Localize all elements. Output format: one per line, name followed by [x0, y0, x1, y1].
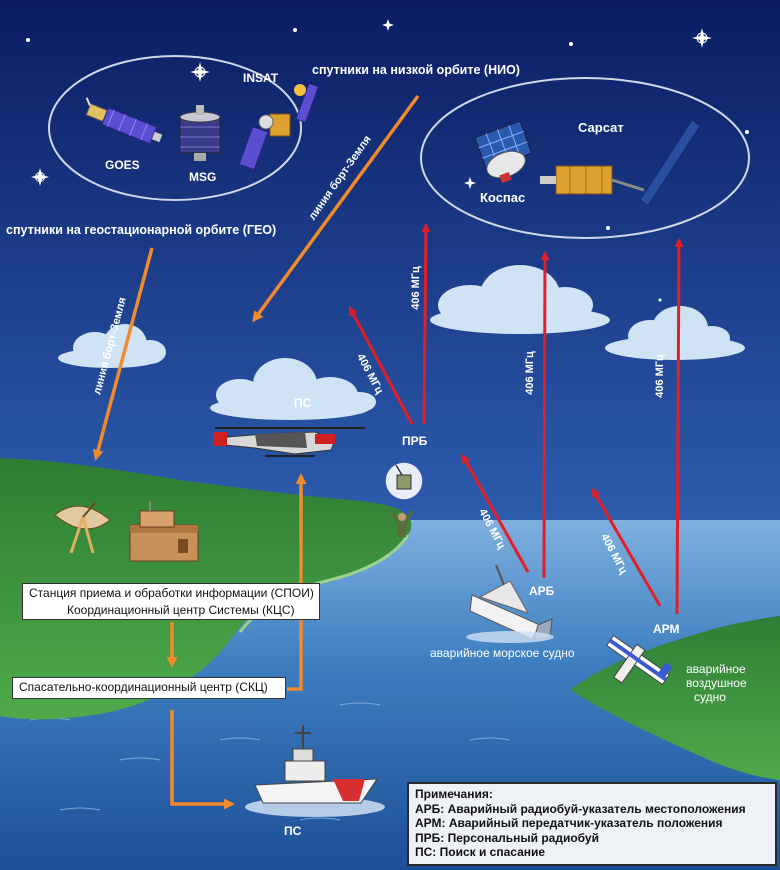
rcc-box: Спасательно-координационный центр (СКЦ) — [12, 677, 286, 699]
aircraft-caption-line-2: воздушное — [686, 676, 747, 690]
uplink-arrow-elt-vertical — [674, 238, 684, 615]
lut-mcc-box: Станция приема и обработки информации (С… — [22, 583, 320, 620]
note-sar: ПС: Поиск и спасание — [415, 845, 546, 859]
plb-label: ПРБ — [402, 434, 428, 448]
plb-device-icon — [395, 464, 412, 490]
note-plb: ПРБ: Персональный радиобуй — [415, 830, 599, 845]
epirb-label: АРБ — [529, 584, 555, 598]
leo-orbit-ellipse — [420, 77, 750, 239]
cloud-center — [210, 358, 376, 420]
distressed-ship-caption: аварийное морское судно — [430, 646, 575, 660]
notes-title: Примечания: — [415, 787, 493, 801]
uplink-arrow-epirb-diagonal — [461, 454, 530, 573]
freq-label-elt-vertical: 406 МГц — [653, 354, 666, 398]
goes-label: GOES — [105, 158, 140, 172]
goes-satellite-icon — [85, 97, 163, 145]
aircraft-caption-line-3: судно — [694, 690, 726, 704]
uplink-arrow-plb-vertical — [421, 223, 431, 425]
mcc-label: Координационный центр Системы (КЦС) — [67, 603, 295, 617]
antenna-dish-icon — [54, 502, 111, 554]
star-icon — [464, 177, 476, 189]
star-icon — [606, 226, 610, 230]
cospas-label: Коспас — [480, 190, 526, 205]
sarsat-label: Сарсат — [578, 120, 624, 135]
uplink-arrow-epirb-vertical — [540, 251, 550, 579]
clouds — [58, 265, 745, 420]
sar-helicopter-label: ПС — [294, 396, 312, 410]
freq-label-epirb-vertical: 406 МГц — [523, 351, 536, 395]
coast-guard-ship-icon — [245, 725, 385, 817]
insat-satellite-icon — [238, 82, 320, 171]
freq-label-plb-vertical: 406 МГц — [409, 266, 422, 310]
rcc-to-ship-arrow — [170, 710, 235, 810]
land-right — [570, 616, 780, 780]
control-building-icon — [129, 501, 199, 562]
distressed-ship-icon — [466, 564, 554, 643]
rcc-to-helicopter-arrow — [287, 473, 307, 691]
cloud-right-top — [430, 265, 610, 334]
stars — [26, 19, 749, 302]
downlink-arrow-leo — [252, 94, 420, 323]
geo-orbit-ellipse — [48, 55, 302, 201]
rcc-label: Спасательно-координационный центр (СКЦ) — [19, 680, 268, 694]
msg-satellite-icon — [179, 105, 221, 161]
crashed-aircraft-icon — [606, 634, 673, 686]
sarsat-satellite-icon — [540, 119, 701, 207]
note-elt: АРМ: Аварийный передатчик-указатель поло… — [415, 816, 723, 830]
star-icon — [293, 28, 297, 32]
star-icon — [382, 19, 394, 31]
geo-satellites-label: спутники на геостационарной орбите (ГЕО) — [6, 223, 277, 237]
star-icon — [26, 38, 30, 42]
cospas-satellite-icon — [474, 120, 533, 183]
aircraft-caption-line-1: аварийное — [686, 662, 746, 676]
downlink-arrows — [92, 94, 420, 810]
elt-label: АРМ — [653, 622, 680, 636]
msg-label: MSG — [189, 170, 217, 184]
star-icon — [692, 28, 712, 48]
wave-lines — [29, 702, 511, 821]
sar-ship-label: ПС — [284, 824, 302, 838]
downlink-arrow-geo — [92, 247, 154, 461]
star-icon — [31, 168, 49, 186]
star-icon — [190, 62, 210, 82]
star-icon — [658, 298, 662, 302]
uplink-arrow-elt-diagonal — [591, 488, 662, 607]
uplink-arrows — [348, 223, 684, 615]
uplink-arrow-plb-diagonal — [348, 306, 414, 425]
star-icon — [745, 130, 749, 134]
star-icon — [569, 42, 573, 46]
person-waving-icon — [390, 510, 414, 537]
helicopter-icon — [213, 427, 365, 457]
note-epirb: АРБ: Аварийный радиобуй-указатель местоп… — [415, 801, 746, 816]
leo-satellites-label: спутники на низкой орбите (НИО) — [312, 63, 520, 77]
notes-legend: Примечания: АРБ: Аварийный радиобуй-указ… — [407, 782, 777, 866]
insat-label: INSAT — [243, 71, 279, 85]
lut-label: Станция приема и обработки информации (С… — [29, 586, 314, 600]
